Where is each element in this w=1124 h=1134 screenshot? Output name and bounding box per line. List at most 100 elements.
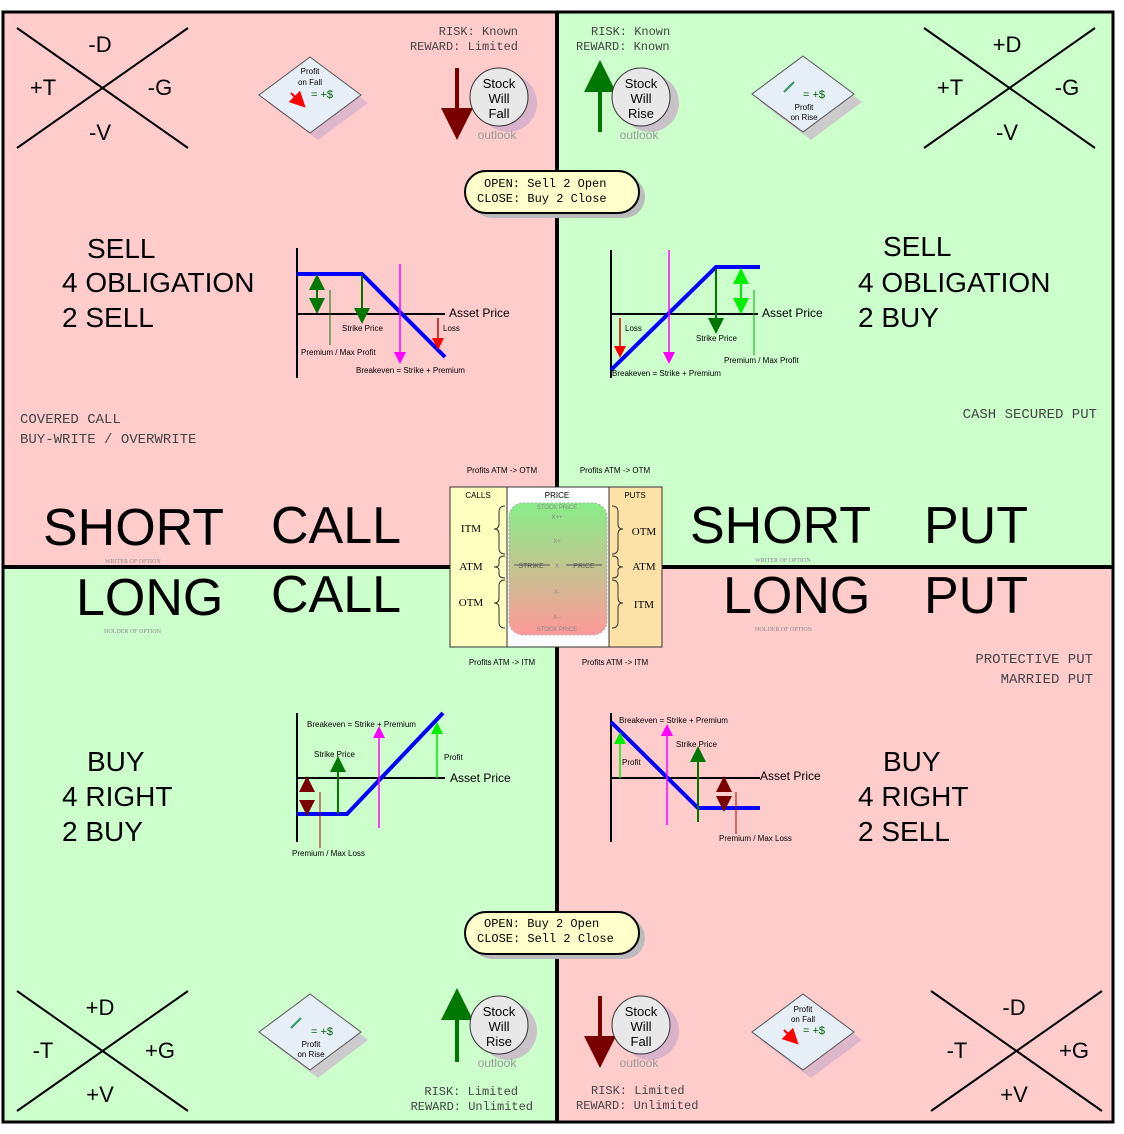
profit-on-fall-badge: Profit on Fall = +$: [751, 993, 862, 1078]
strategy-name: CASH SECURED PUT: [963, 407, 1097, 423]
title-put: PUT: [924, 567, 1028, 625]
open-close-buy-box: OPEN: Buy 2 Open CLOSE: Sell 2 Close: [464, 911, 645, 959]
greek-gamma: +G: [1059, 1038, 1089, 1063]
svg-text:Strike Price: Strike Price: [676, 740, 717, 749]
profit-on-rise-badge: = +$ Profit on Rise: [258, 993, 368, 1078]
strategy-name: MARRIED PUT: [1001, 672, 1093, 688]
svg-text:Profit: Profit: [302, 1040, 321, 1049]
svg-text:X--: X--: [553, 615, 561, 621]
svg-text:4 OBLIGATION: 4 OBLIGATION: [858, 267, 1050, 298]
svg-text:CLOSE: Sell 2 Close: CLOSE: Sell 2 Close: [477, 932, 614, 946]
risk-label: RISK: Known: [591, 25, 670, 39]
svg-text:Will: Will: [631, 91, 652, 106]
svg-text:outlook: outlook: [620, 128, 660, 142]
outlook-stock-will-fall: Stock Will Fall outlook: [584, 995, 679, 1070]
svg-text:OPEN: Buy 2 Open: OPEN: Buy 2 Open: [484, 917, 599, 931]
svg-text:on Fall: on Fall: [791, 1015, 815, 1024]
svg-text:X: X: [555, 564, 559, 570]
svg-text:Premium / Max Profit: Premium / Max Profit: [724, 356, 799, 365]
svg-text:Premium / Max Loss: Premium / Max Loss: [719, 834, 792, 843]
svg-text:outlook: outlook: [478, 1056, 518, 1070]
subtitle-holder: HOLDER OF OPTION: [755, 627, 813, 633]
greek-vega: -V: [89, 120, 111, 145]
subtitle-holder: HOLDER OF OPTION: [104, 629, 162, 635]
subtitle-writer: WRITER OF OPTION: [755, 558, 811, 564]
svg-text:OTM: OTM: [459, 597, 484, 609]
greek-delta: -D: [1002, 995, 1025, 1020]
svg-text:2 BUY: 2 BUY: [62, 816, 143, 847]
greek-delta: -D: [88, 32, 111, 57]
greek-theta: -T: [947, 1038, 968, 1063]
svg-text:BUY: BUY: [883, 746, 941, 777]
title-short: SHORT: [43, 499, 224, 557]
svg-text:Strike Price: Strike Price: [696, 334, 737, 343]
svg-text:STOCK PRICE: STOCK PRICE: [537, 627, 578, 633]
svg-text:outlook: outlook: [478, 128, 518, 142]
down-arrow-icon: [288, 90, 306, 108]
outlook-stock-will-rise: Stock Will Rise outlook: [584, 60, 679, 142]
risk-label: RISK: Known: [439, 25, 518, 39]
profit-on-rise-badge: = +$ Profit on Rise: [751, 55, 862, 140]
svg-text:Will: Will: [489, 1019, 510, 1034]
greeks-long-call: [16, 990, 189, 1112]
subtitle-writer: WRITER OF OPTION: [105, 559, 161, 565]
payoff-chart-short-call: Asset Price Strike Price Loss Premium / …: [296, 248, 510, 378]
svg-text:Breakeven = Strike + Premium: Breakeven = Strike + Premium: [612, 369, 721, 378]
action-long-put: BUY 4 RIGHT 2 SELL: [858, 746, 968, 847]
svg-text:PUTS: PUTS: [624, 491, 645, 500]
action-short-put: SELL 4 OBLIGATION 2 BUY: [858, 231, 1050, 333]
title-call: CALL: [271, 497, 401, 555]
svg-text:SELL: SELL: [87, 233, 156, 264]
svg-text:= +$: = +$: [803, 1025, 825, 1037]
reward-label: REWARD: Unlimited: [576, 1099, 698, 1113]
greeks-short-call: [16, 27, 189, 149]
payoff-chart-short-put: Asset Price Loss Strike Price Premium / …: [609, 250, 823, 378]
svg-text:ITM: ITM: [634, 599, 654, 611]
up-arrow-icon: [783, 81, 795, 93]
svg-text:on Fall: on Fall: [298, 78, 322, 87]
moneyness-center-panel: Profits ATM -> OTM Profits ATM -> OTM Pr…: [449, 466, 663, 667]
svg-text:Profit: Profit: [444, 753, 463, 762]
svg-text:Profits ATM -> OTM: Profits ATM -> OTM: [467, 466, 538, 475]
greek-gamma: -G: [1055, 75, 1079, 100]
svg-text:Stock: Stock: [625, 76, 658, 91]
svg-text:Breakeven = Strike + Premium: Breakeven = Strike + Premium: [619, 716, 728, 725]
svg-text:Profit: Profit: [795, 103, 814, 112]
strategy-name: PROTECTIVE PUT: [975, 652, 1093, 668]
svg-text:4 RIGHT: 4 RIGHT: [858, 781, 968, 812]
payoff-chart-long-put: Breakeven = Strike + Premium Strike Pric…: [609, 713, 821, 843]
svg-text:X-: X-: [554, 590, 560, 596]
svg-text:Profits ATM -> ITM: Profits ATM -> ITM: [469, 658, 536, 667]
svg-text:ATM: ATM: [459, 561, 482, 573]
title-call: CALL: [271, 566, 401, 624]
title-short: SHORT: [690, 497, 871, 555]
greek-theta: -T: [33, 1038, 54, 1063]
svg-text:Profits ATM -> OTM: Profits ATM -> OTM: [580, 466, 651, 475]
action-short-call: SELL 4 OBLIGATION 2 SELL: [62, 233, 254, 333]
svg-text:STOCK PRICE: STOCK PRICE: [537, 505, 578, 511]
title-long: LONG: [723, 567, 870, 625]
svg-text:2 SELL: 2 SELL: [858, 816, 950, 847]
svg-text:Profit: Profit: [301, 67, 320, 76]
svg-text:Strike Price: Strike Price: [314, 750, 355, 759]
reward-label: REWARD: Known: [576, 40, 670, 54]
greek-vega: +V: [86, 1082, 114, 1107]
svg-text:= +$: = +$: [311, 89, 333, 101]
greek-vega: -V: [996, 120, 1018, 145]
svg-text:4 RIGHT: 4 RIGHT: [62, 781, 172, 812]
outlook-stock-will-fall: Stock Will Fall outlook: [441, 67, 537, 142]
svg-text:Profits ATM -> ITM: Profits ATM -> ITM: [582, 658, 649, 667]
svg-text:Strike Price: Strike Price: [342, 324, 383, 333]
svg-text:Rise: Rise: [486, 1034, 512, 1049]
svg-text:PRICE: PRICE: [545, 491, 569, 500]
svg-text:Asset Price: Asset Price: [762, 306, 823, 320]
greek-theta: +T: [937, 75, 963, 100]
svg-text:Breakeven = Strike + Premium: Breakeven = Strike + Premium: [356, 366, 465, 375]
reward-label: REWARD: Unlimited: [411, 1100, 533, 1114]
greeks-short-put: [923, 27, 1096, 149]
svg-text:Will: Will: [631, 1019, 652, 1034]
svg-text:outlook: outlook: [620, 1056, 660, 1070]
down-arrow-icon: [781, 1027, 799, 1045]
svg-text:BUY: BUY: [87, 746, 145, 777]
